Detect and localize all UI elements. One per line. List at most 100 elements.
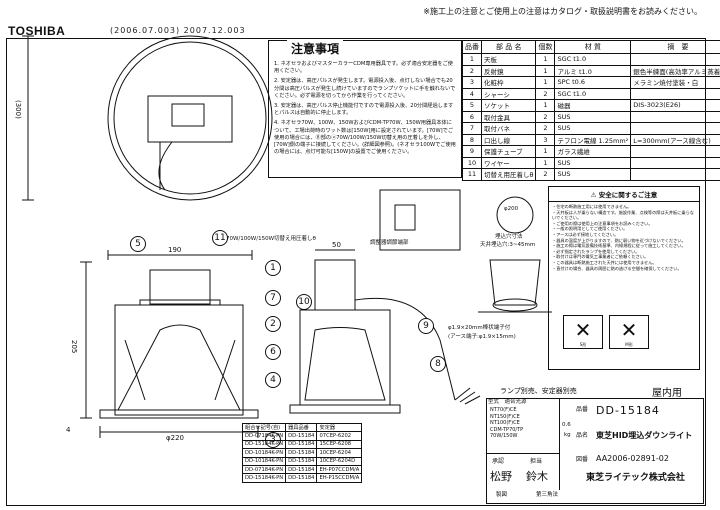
part-no: 5 — [462, 99, 482, 112]
note-item: 1. ネオセラおよびマスターカラーCDM専用器具です。必ず適合安定器をご使用くだ… — [274, 61, 453, 75]
part-name: ワイヤー — [480, 156, 537, 169]
part-notes — [630, 87, 720, 100]
part-no: 1 — [462, 53, 482, 66]
col-material: 材 質 — [554, 40, 632, 54]
part-notes — [630, 110, 720, 123]
caution-item: ・直付けの場合、器具の周囲に熱の逃げる空間を確保してください。 — [552, 265, 682, 271]
callout-6: 6 — [265, 344, 281, 360]
caution-item: ・ご使用の際は使用上の注意事項をお読みください。 — [552, 220, 653, 226]
part-notes — [630, 168, 720, 181]
part-qty: 2 — [535, 122, 556, 135]
title-block: 型式 適合光源 NT70(F)CE NT150(F)CE NT100(F)CE … — [486, 398, 704, 504]
compat-code: DD-07184K-PN — [241, 464, 287, 475]
part-name: 口出し線 — [480, 133, 537, 146]
checked-label: 担当 — [530, 458, 543, 465]
col-notes: 摘 要 — [630, 40, 720, 54]
part-no: 9 — [462, 145, 482, 158]
drawing-label: 図番 — [576, 456, 589, 463]
part-no: 7 — [462, 122, 482, 135]
part-name: ソケット — [480, 99, 537, 112]
compat-code: DD-15184K-PN — [241, 473, 287, 483]
caution-item: ・必ず指定されたランプを使用してください。 — [552, 248, 640, 254]
note-item: 4. ネオセラ70W、100W、150WおよびCDM-TP70W、150W用器具… — [274, 120, 456, 156]
callout-8: 8 — [430, 356, 446, 372]
part-qty: 1 — [535, 76, 556, 89]
dim-220: φ220 — [166, 434, 184, 442]
part-qty: 1 — [535, 53, 556, 66]
cutout-circle — [496, 196, 534, 234]
callout-4: 4 — [265, 372, 281, 388]
caution-item: ・この器具は断熱施工された天井には使用できません。 — [552, 259, 657, 265]
use-label: 屋内用 — [652, 388, 682, 399]
part-name: 化粧枠 — [480, 76, 537, 89]
part-qty: 2 — [535, 87, 556, 100]
product-name: 東芝HID埋込ダウンライト — [596, 431, 693, 440]
part-qty: 1 — [535, 99, 556, 112]
part-name: 天板 — [480, 53, 537, 66]
caution-box: ⚠ 安全に関するご注意 ・住宅の断熱施工用には使用できません。・天井板は人が乗ら… — [548, 186, 700, 370]
callout-2: 2 — [265, 316, 281, 332]
caution-item: ・住宅の断熱施工用には使用できません。 — [552, 204, 632, 209]
part-material: SUS — [554, 168, 632, 181]
approver-name: 松野 — [490, 470, 512, 483]
part-material: SUS — [554, 122, 632, 135]
part-material: アルミ t1.0 — [554, 64, 632, 77]
compat-ballast: EH-P15CCDM/A — [316, 473, 363, 483]
front-view-ballast — [149, 269, 211, 305]
callout-9: 9 — [418, 318, 434, 334]
dim-4: 4 — [66, 426, 71, 434]
header-note: ※施工上の注意とご使用上の注意はカタログ・取扱説明書をお読みください。 — [423, 7, 702, 16]
weight-unit: kg — [564, 432, 571, 438]
caution-item: ・施工の際は電気設備技術基準、内線規程に従って施工してください。 — [552, 243, 686, 249]
top-view-outer-circle — [107, 35, 273, 201]
ban-label-left: S形 — [579, 342, 587, 347]
col-qty: 個数 — [535, 40, 556, 54]
notes-list: 1. ネオセラおよびマスターカラーCDM専用器具です。必ず適合安定器をご使用くだ… — [274, 61, 456, 156]
part-name: 保護チューブ — [480, 145, 537, 158]
company-name: 東芝ライテック株式会社 — [586, 473, 685, 483]
lamp-item: NT150(F)CE — [490, 413, 520, 420]
lamp-note: ランプ別売、安定器別売 — [500, 387, 577, 395]
part-no: 10 — [462, 156, 482, 169]
compat-code: DD-10184K-PN — [241, 456, 287, 466]
compat-code: DD-15184K-PN — [241, 439, 287, 450]
caution-item: ・器具の温度が上がりますので、熱に弱い物を近づけないでください。 — [552, 237, 686, 243]
part-material: テフロン電線 1.25mm² — [554, 133, 632, 146]
drawing-number: AA2006-02891-02 — [596, 454, 669, 463]
part-no: 4 — [462, 87, 482, 100]
part-name: 取付バネ — [480, 122, 537, 135]
lamp-item: NT100(F)CE — [490, 420, 520, 427]
part-notes: L=300mm(アース線含む) — [630, 133, 720, 146]
part-material: SUS — [554, 156, 632, 169]
footer-b: 第三角法 — [536, 492, 559, 498]
adjust-label: 調整器調節端部 — [370, 240, 409, 246]
compat-model: DD-15184 — [285, 464, 318, 475]
part-qty: 1 — [535, 156, 556, 169]
side-view-box — [314, 259, 356, 311]
part-qty: 1 — [535, 64, 556, 77]
part-material: 磁器 — [554, 99, 632, 112]
dim-190: 190 — [168, 246, 182, 254]
compat-ballast: 07CEP-6202 — [316, 431, 363, 441]
compat-ballast: 15CEP-6208 — [316, 439, 363, 450]
callout-7: 7 — [265, 290, 281, 306]
ban-icon-left: ✕S形 — [563, 315, 603, 349]
toshiba-logo: TOSHIBA — [8, 24, 66, 38]
notes-box: 注意事項 1. ネオセラおよびマスターカラーCDM専用器具です。必ず適合安定器を… — [268, 40, 462, 178]
dim-205: 205 — [70, 340, 78, 354]
part-qty: 1 — [535, 145, 556, 158]
part-name: シャーシ — [480, 87, 537, 100]
ban-icon-right: ✕M形 — [609, 315, 649, 349]
cutout-dia: φ200 — [504, 206, 519, 212]
